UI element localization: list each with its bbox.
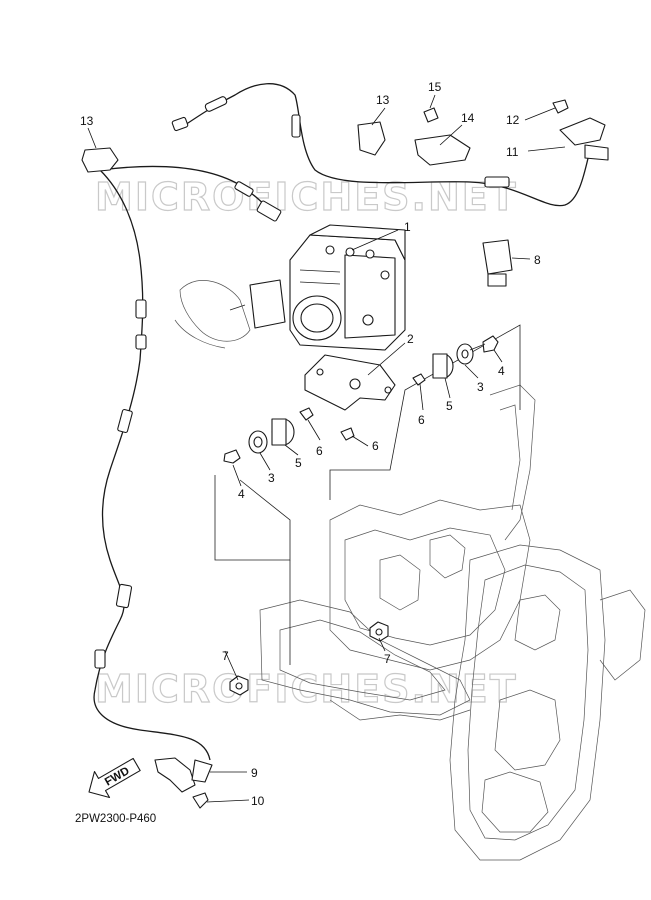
front-wheel-sensor[interactable]	[154, 757, 213, 809]
sensor-wire-harness	[93, 83, 591, 761]
callout-10: 10	[251, 794, 265, 808]
callout-13-top: 13	[376, 93, 390, 107]
abs-relay[interactable]	[482, 239, 513, 287]
callout-3-right: 3	[477, 380, 484, 394]
callouts: 1 2 3 3 4 4 5 5 6 6 6 7 7 8 9 10 11 12 1…	[80, 80, 541, 808]
forward-direction-arrow: FWD	[88, 757, 141, 799]
callout-5-right: 5	[446, 399, 453, 413]
callout-12: 12	[506, 113, 520, 127]
callout-4-left: 4	[238, 487, 245, 501]
callout-11: 11	[506, 145, 519, 159]
callout-14: 14	[461, 111, 475, 125]
flange-nuts[interactable]	[229, 621, 389, 696]
wire-clip-top[interactable]	[357, 121, 386, 156]
callout-5-left: 5	[295, 456, 302, 470]
abs-bracket[interactable]	[304, 354, 396, 411]
watermark-bottom: MICROFICHES.NET	[95, 667, 518, 711]
callout-7-left: 7	[222, 649, 229, 663]
leader-lines	[87, 94, 566, 803]
wire-clip-left[interactable]	[81, 147, 119, 173]
damper-set-right[interactable]	[412, 335, 499, 386]
wire-holder[interactable]	[414, 107, 471, 166]
frame-structure	[174, 280, 646, 861]
callout-6-center: 6	[372, 439, 379, 453]
damper-set-left[interactable]	[223, 407, 355, 464]
callout-8: 8	[534, 253, 541, 267]
group-outlines	[214, 324, 521, 665]
callout-13-left: 13	[80, 114, 94, 128]
callout-1: 1	[404, 220, 411, 234]
diagram-code: 2PW2300-P460	[75, 813, 156, 825]
callout-9: 9	[251, 766, 258, 780]
callout-15: 15	[428, 80, 442, 94]
callout-6-right: 6	[418, 413, 425, 427]
callout-3-left: 3	[268, 471, 275, 485]
callout-4-right: 4	[498, 364, 505, 378]
callout-7-right: 7	[384, 652, 391, 666]
callout-6-left: 6	[316, 444, 323, 458]
callout-2: 2	[407, 332, 414, 346]
rear-wheel-sensor[interactable]	[552, 99, 609, 161]
abs-hydraulic-unit[interactable]	[229, 224, 406, 351]
